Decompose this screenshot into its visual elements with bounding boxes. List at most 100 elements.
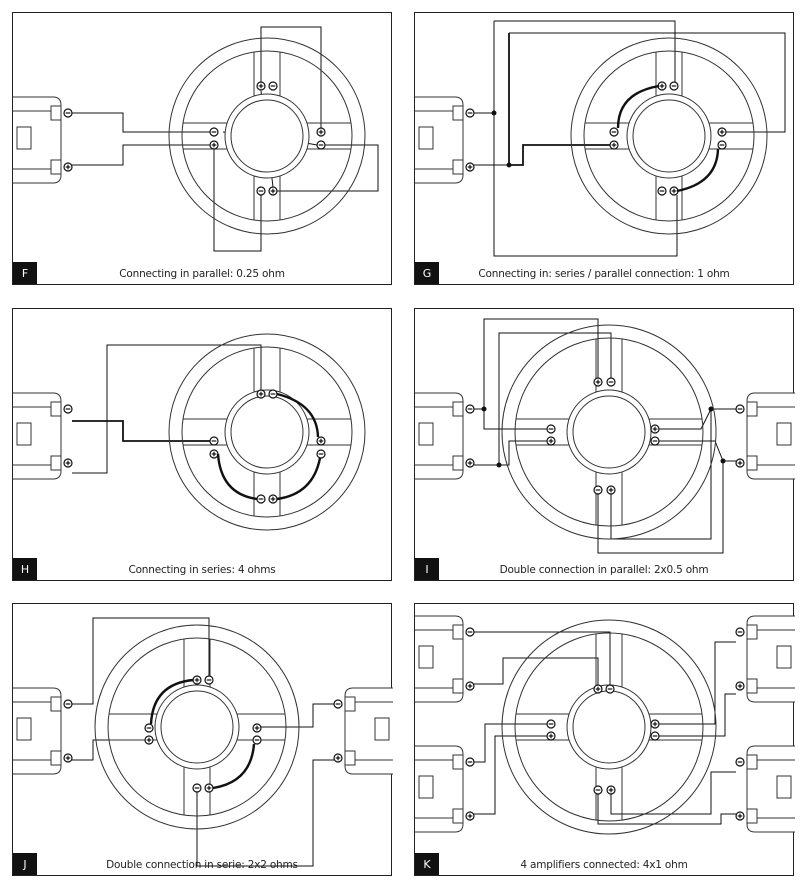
amplifier-panel bbox=[776, 645, 792, 669]
wire bbox=[474, 332, 612, 466]
amplifier-socket bbox=[452, 401, 464, 417]
amplifier-body bbox=[415, 392, 464, 480]
speaker-basket bbox=[107, 637, 287, 817]
panel-caption: Double connection in serie: 2x2 ohms bbox=[106, 859, 298, 871]
diagram-panel-h: H Connecting in series: 4 ohms bbox=[12, 308, 392, 581]
wire bbox=[659, 693, 736, 737]
amplifier-socket bbox=[746, 624, 758, 640]
wiring-diagram bbox=[415, 318, 795, 554]
wire bbox=[610, 771, 736, 815]
speaker-outer-ring bbox=[94, 624, 300, 830]
junction-dot bbox=[481, 406, 487, 412]
panel-caption: Double connection in parallel: 2x0.5 ohm bbox=[499, 564, 709, 576]
junction-dot bbox=[708, 406, 714, 412]
speaker-basket bbox=[514, 337, 704, 527]
panel-caption: 4 amplifiers connected: 4x1 ohm bbox=[520, 859, 688, 871]
amplifier-socket bbox=[746, 455, 758, 471]
diagram-panel-k: K 4 amplifiers connected: 4x1 ohm bbox=[414, 603, 795, 876]
wire bbox=[610, 408, 736, 540]
amplifier-body bbox=[746, 392, 795, 480]
wire bbox=[72, 739, 145, 761]
amplifier-panel bbox=[418, 775, 434, 799]
amplifier-socket bbox=[344, 750, 356, 766]
panel-caption: Connecting in: series / parallel connect… bbox=[478, 268, 730, 280]
speaker-basket bbox=[181, 346, 353, 518]
wire bbox=[493, 21, 678, 257]
speaker-dustcap bbox=[230, 395, 304, 469]
amplifier-panel bbox=[16, 717, 32, 741]
speaker-dustcap bbox=[572, 690, 646, 764]
panel-label: J bbox=[13, 853, 37, 875]
diagram-panel-j: J Double connection in serie: 2x2 ohms bbox=[12, 603, 393, 876]
diagram-panel-g: G Connecting in: series / parallel connec… bbox=[414, 12, 794, 285]
amplifier-socket bbox=[746, 754, 758, 770]
speaker-outer-ring bbox=[168, 333, 366, 531]
amplifier-panel bbox=[418, 422, 434, 446]
wire bbox=[474, 723, 547, 763]
amplifier-socket bbox=[746, 678, 758, 694]
amplifier-socket bbox=[452, 105, 464, 121]
panel-caption: Connecting in parallel: 0.25 ohm bbox=[119, 268, 285, 280]
wire bbox=[260, 26, 322, 128]
junction-dot bbox=[491, 110, 497, 116]
amplifier-socket bbox=[452, 455, 464, 471]
wire bbox=[499, 440, 547, 466]
amplifier-panel bbox=[374, 717, 390, 741]
wiring-diagram bbox=[415, 615, 795, 835]
amplifier-body bbox=[13, 687, 62, 775]
speaker-outer-ring bbox=[570, 37, 768, 235]
speaker-basket bbox=[583, 50, 755, 222]
panel-label: K bbox=[415, 853, 439, 875]
amplifier-panel bbox=[418, 126, 434, 150]
panel-label: G bbox=[415, 262, 439, 284]
wire bbox=[196, 759, 334, 867]
wire bbox=[213, 149, 262, 252]
wiring-diagram bbox=[13, 617, 393, 867]
amplifier-body bbox=[344, 687, 393, 775]
diagram-panel-f: F Connecting in parallel: 0.25 ohm bbox=[12, 12, 392, 285]
amplifier-panel bbox=[418, 645, 434, 669]
wire bbox=[508, 33, 614, 166]
wire bbox=[72, 344, 262, 474]
wire bbox=[72, 420, 213, 442]
wire bbox=[483, 409, 547, 430]
wire bbox=[474, 735, 547, 815]
panel-label: F bbox=[13, 262, 37, 284]
junction-dot bbox=[720, 458, 726, 464]
jumper-wire bbox=[149, 678, 194, 725]
amplifier-body bbox=[13, 96, 62, 184]
wire bbox=[72, 144, 213, 166]
speaker-dustcap bbox=[572, 395, 646, 469]
amplifier-socket bbox=[50, 455, 62, 471]
speaker-outer-ring bbox=[501, 324, 717, 540]
amplifier-socket bbox=[50, 750, 62, 766]
amplifier-socket bbox=[344, 696, 356, 712]
wire bbox=[659, 440, 724, 462]
amplifier-socket bbox=[452, 808, 464, 824]
speaker-basket bbox=[181, 50, 353, 222]
jumper-wire bbox=[216, 453, 258, 501]
wire bbox=[494, 20, 676, 82]
wire bbox=[261, 703, 334, 728]
amplifier-body bbox=[746, 745, 795, 833]
wiring-diagram bbox=[13, 333, 366, 531]
jumper-wire bbox=[676, 148, 720, 193]
amplifier-socket bbox=[452, 624, 464, 640]
wire bbox=[597, 794, 736, 825]
amplifier-body bbox=[415, 615, 464, 703]
amplifier-panel bbox=[776, 422, 792, 446]
speaker-basket bbox=[514, 632, 704, 822]
panel-label: H bbox=[13, 558, 37, 580]
panel-caption: Connecting in series: 4 ohms bbox=[128, 564, 276, 576]
amplifier-body bbox=[415, 745, 464, 833]
amplifier-socket bbox=[452, 678, 464, 694]
amplifier-socket bbox=[50, 105, 62, 121]
amplifier-body bbox=[415, 96, 464, 184]
wire bbox=[72, 112, 213, 133]
amplifier-panel bbox=[16, 422, 32, 446]
speaker-dustcap bbox=[230, 99, 304, 173]
amplifier-socket bbox=[50, 159, 62, 175]
jumper-wire bbox=[276, 392, 320, 438]
jumper-wire bbox=[616, 84, 660, 129]
